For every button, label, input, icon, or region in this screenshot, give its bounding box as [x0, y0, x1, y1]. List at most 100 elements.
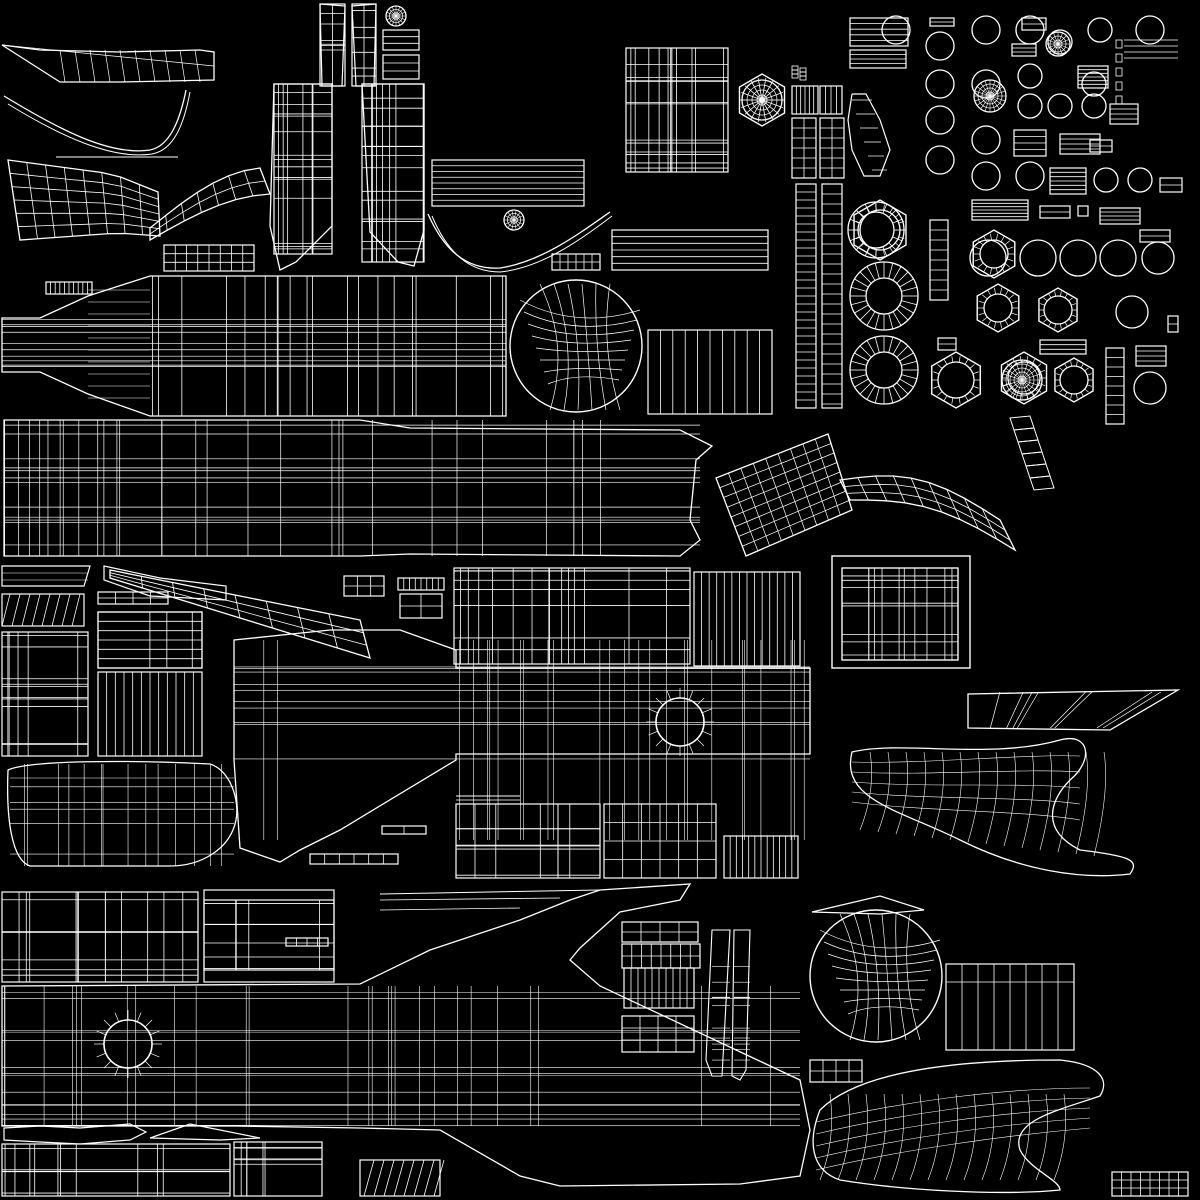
curved-grip-lower-island: [812, 1059, 1105, 1194]
curved-grip-right-island: [849, 737, 1135, 877]
washer-island-25: [1099, 239, 1137, 277]
washer-island-20: [1093, 167, 1119, 193]
stripe-tag-island-19: [937, 337, 957, 351]
buttstock-top-island: [109, 569, 371, 659]
bottom-left-grid-island: [1, 1143, 231, 1197]
curved-tube-island: [839, 475, 1017, 552]
mid-grid-island: [97, 611, 203, 669]
lower-right-panel-island: [945, 963, 1075, 1051]
stripe-tag-island-3: [929, 17, 955, 27]
mid-vbars-island: [97, 671, 203, 757]
rail-strip-island: [456, 795, 520, 801]
washer-island-5: [1047, 29, 1073, 55]
barrel-long-island: [3, 419, 714, 557]
hex-nut-island-g: [1000, 351, 1048, 405]
small-rect-island: [97, 591, 169, 605]
stripe-tag-island-20: [1039, 339, 1087, 355]
mid-vstrip-island: [723, 835, 799, 879]
receiver-upper-island: [1, 275, 507, 417]
washer-island-23: [1019, 239, 1057, 277]
hex-nut-island-b: [972, 229, 1016, 279]
washer-island-10: [1017, 63, 1043, 89]
angled-blade-island: [967, 689, 1181, 731]
top-panel-grid-island: [625, 47, 729, 173]
lower-small-tag-island: [809, 1059, 863, 1083]
stripe-tag-island-15: [1077, 205, 1089, 217]
hex-nut-island-e: [1054, 357, 1094, 403]
center-top-panel-island: [453, 567, 691, 665]
washer-island-13: [971, 125, 1001, 155]
mesh-cap-island-b: [973, 79, 1007, 113]
handguard-left-island: [269, 83, 333, 271]
tiny-plate-island: [551, 253, 601, 271]
gear-ring-island-b: [849, 335, 919, 405]
stripe-tag-island-10: [1089, 139, 1113, 153]
stripe-tag-island-9: [1059, 133, 1101, 155]
small-tabs-island: [343, 575, 445, 619]
washer-island-3: [971, 15, 1001, 45]
wide-stripe-island: [611, 229, 769, 271]
stripe-tag-island-13: [971, 199, 1029, 221]
washer-island-6: [1087, 17, 1113, 43]
stripe-tag-island-11: [1049, 167, 1087, 195]
label-stack-island: [382, 29, 420, 80]
stripe-tag-island-7: [1109, 103, 1139, 125]
small-strip-island: [45, 281, 93, 295]
flat-bar-island: [1, 565, 91, 587]
stripe-tag-island-12: [1159, 177, 1183, 193]
lower-top-blade-island: [811, 895, 925, 915]
washer-island-14: [1017, 93, 1043, 119]
framed-window-island: [831, 555, 971, 669]
corner-strip-island: [1111, 1171, 1189, 1197]
washer-island-18: [971, 161, 1001, 191]
mid-plate-right-island: [603, 803, 717, 879]
small-parts-column-island: [791, 65, 891, 409]
mesh-cap-island-a: [1045, 31, 1071, 57]
washer-island-15: [1047, 93, 1073, 119]
center-right-panel-island: [693, 571, 801, 667]
hex-inner-mesh: [741, 79, 783, 121]
stripe-tag-island-1: [849, 17, 909, 47]
washer-island-2: [925, 31, 955, 61]
stock-rail-right-island: [351, 3, 377, 87]
small-cap-island: [385, 5, 407, 27]
stripe-tag-island-16: [1099, 207, 1141, 225]
dome-mesh-island: [509, 279, 643, 413]
tiny-label-island: [309, 825, 427, 865]
link-chain-island: [1009, 39, 1178, 491]
washer-island-8: [925, 69, 955, 99]
stripe-tag-island-22: [1135, 345, 1167, 367]
washer-island-7: [1135, 15, 1165, 45]
washer-island-17: [925, 145, 955, 175]
thin-rails-island: [379, 889, 601, 911]
stripe-tag-island-21: [1105, 347, 1125, 425]
stripe-tag-island-2: [849, 49, 907, 69]
stripe-tag-island-17: [1139, 229, 1171, 243]
bolt-blade-island: [1, 44, 215, 83]
trigger-guard-island: [7, 159, 161, 241]
stripe-tag-island-5: [1021, 17, 1047, 31]
sling-strap-island: [149, 167, 271, 242]
slotted-panel-island: [431, 159, 585, 207]
hex-nut-island-f: [931, 351, 981, 409]
washer-island-26: [1141, 241, 1175, 275]
stripe-tag-island-4: [1011, 43, 1037, 57]
stock-rail-left-island: [319, 3, 346, 87]
washer-island-22: [969, 239, 1007, 277]
small-plate-island: [163, 244, 255, 272]
stacked-block-island: [1, 631, 89, 757]
small-pin-cap-island: [503, 209, 525, 231]
hex-nut-island-a: [853, 199, 907, 261]
stripe-tag-island-18: [929, 219, 949, 301]
gear-ring-island-a: [849, 261, 919, 331]
washer-island-1: [881, 15, 911, 45]
washer-island-19: [1015, 161, 1045, 191]
magwell-island: [715, 433, 853, 557]
curved-spring-island: [427, 211, 613, 273]
washer-island-12: [925, 105, 955, 135]
bottom-slant-island: [359, 1159, 445, 1197]
washer-island-27: [1115, 295, 1149, 329]
hex-nut-island-d: [1038, 287, 1078, 333]
